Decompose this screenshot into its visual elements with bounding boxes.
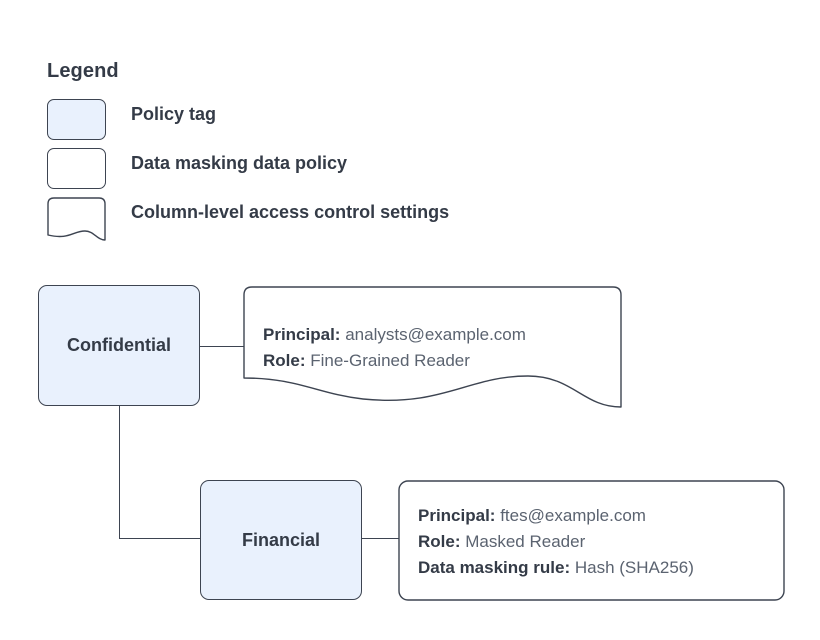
legend-label-data-masking-policy: Data masking data policy [131,153,348,173]
card-row-value: ftes@example.com [500,506,646,525]
card-confidential-rows: Principal: analysts@example.com Role: Fi… [263,322,526,374]
legend-label-policy-tag: Policy tag [131,104,217,124]
node-confidential[interactable]: Confidential [38,285,200,406]
legend-swatch-column-level-access [47,197,106,241]
card-financial-rows: Principal: ftes@example.com Role: Masked… [418,503,694,581]
card-row: Principal: analysts@example.com [263,322,526,348]
card-row-value: analysts@example.com [345,325,526,344]
legend-title: Legend [47,60,119,82]
card-row: Principal: ftes@example.com [418,503,694,529]
node-financial[interactable]: Financial [200,480,362,600]
card-row-label: Principal: [263,325,341,344]
edge-confidential-to-access-card [200,346,244,348]
card-row-value: Masked Reader [465,532,586,551]
legend-swatch-policy-tag [47,99,106,140]
node-confidential-label: Confidential [67,335,171,355]
card-row-label: Role: [263,351,306,370]
card-row: Role: Fine-Grained Reader [263,348,526,374]
card-confidential-access-settings[interactable]: Principal: analysts@example.com Role: Fi… [243,286,622,408]
edge-confidential-to-financial-vertical [119,406,121,539]
card-financial-access-settings[interactable]: Principal: ftes@example.com Role: Masked… [398,480,785,601]
node-financial-label: Financial [241,529,321,550]
card-row-label: Principal: [418,506,496,525]
legend-swatch-data-masking-policy [47,148,106,189]
edge-confidential-to-financial-horizontal [119,538,201,540]
legend-label-column-level-access: Column-level access control settings [131,202,450,222]
card-row-value: Fine-Grained Reader [310,351,470,370]
card-row-value: Hash (SHA256) [574,558,694,577]
card-row-label: Data masking rule: [418,558,571,577]
card-row-label: Role: [418,532,461,551]
card-row: Role: Masked Reader [418,529,694,555]
edge-financial-to-access-card [362,538,399,540]
card-row: Data masking rule: Hash (SHA256) [418,555,694,581]
